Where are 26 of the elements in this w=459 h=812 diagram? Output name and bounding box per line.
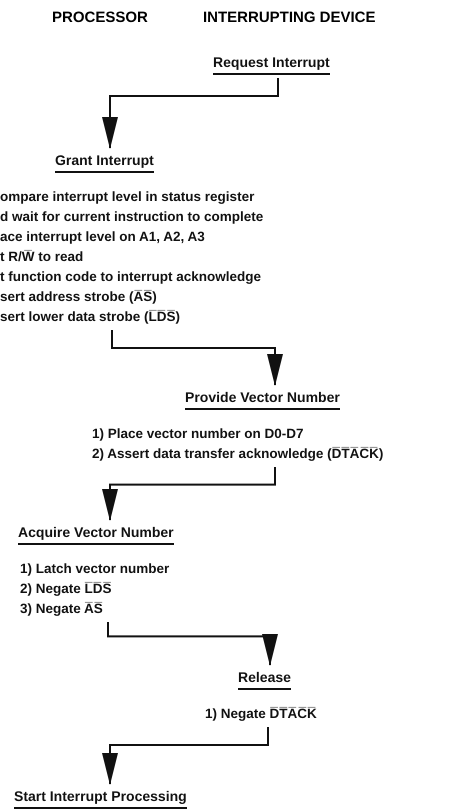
arrow [111, 330, 283, 386]
arrow [102, 727, 269, 785]
column-heading: PROCESSOR [52, 8, 148, 28]
step-text: t function code to interrupt acknowledge [0, 268, 262, 286]
step-text: 3) Negate A̅S̅ [20, 600, 104, 618]
step-text: ace interrupt level on A1, A2, A3 [0, 228, 206, 246]
step-text: t R/W̅ to read [0, 248, 84, 266]
step-text: sert lower data strobe (L̅D̅S̅) [0, 308, 182, 326]
step-heading: Request Interrupt [213, 53, 330, 75]
step-text: d wait for current instruction to complete [0, 208, 264, 226]
step-heading: Grant Interrupt [55, 151, 154, 173]
step-text: 1) Latch vector number [20, 560, 170, 578]
arrow [107, 622, 278, 666]
step-heading: Acquire Vector Number [18, 523, 174, 545]
step-text: 1) Negate D̅T̅A̅C̅K̅ [205, 705, 317, 723]
step-heading: Release [238, 668, 291, 690]
column-heading: INTERRUPTING DEVICE [203, 8, 376, 28]
step-text: 2) Assert data transfer acknowledge (D̅T̅A̅C̅K̅) [92, 445, 384, 463]
step-text: ompare interrupt level in status register [0, 188, 256, 206]
step-heading: Start Interrupt Processing [14, 787, 187, 809]
step-text: 1) Place vector number on D0-D7 [92, 425, 305, 443]
step-heading: Provide Vector Number [185, 388, 340, 410]
arrow [102, 78, 279, 149]
arrow [102, 467, 276, 521]
step-text: 2) Negate L̅D̅S̅ [20, 580, 113, 598]
step-text: sert address strobe (A̅S̅) [0, 288, 158, 306]
